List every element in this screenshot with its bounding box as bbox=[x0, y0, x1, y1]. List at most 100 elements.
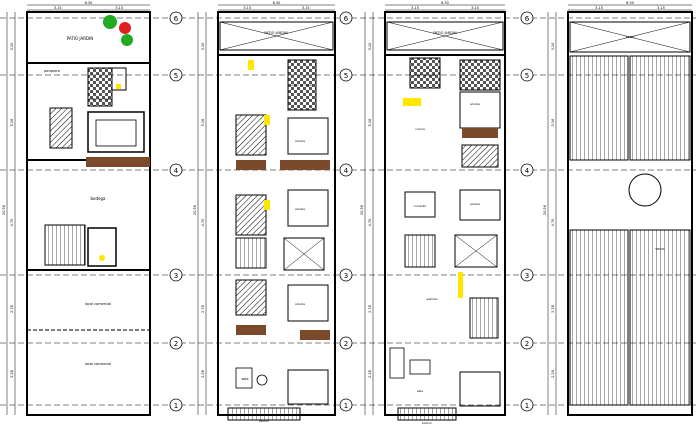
void-cross bbox=[219, 21, 334, 51]
room-label: patio de ropas bbox=[414, 73, 436, 77]
room-label: sala bbox=[241, 377, 248, 381]
dimension-label: 3.15 bbox=[302, 6, 310, 10]
axis-bubble bbox=[339, 11, 353, 25]
axis-bubble-label: 4 bbox=[344, 167, 349, 175]
room-label-patio: PATIO JARDIN bbox=[67, 36, 94, 41]
fixture-yellow bbox=[264, 200, 270, 210]
dimension-label: 2.78 bbox=[10, 305, 14, 313]
axis-bubble bbox=[520, 398, 534, 412]
desk-icon bbox=[459, 371, 501, 407]
dimension-label: 4.70 bbox=[201, 219, 205, 227]
axis-bubble bbox=[339, 336, 353, 350]
void-cross bbox=[386, 21, 504, 51]
dimension-label: 3.15 bbox=[54, 6, 62, 10]
axis-bubble-label: 6 bbox=[344, 15, 349, 23]
tree-icon bbox=[121, 34, 133, 46]
axis-bubble-label: 5 bbox=[344, 72, 348, 80]
room-label: sala bbox=[417, 389, 423, 393]
axis-bubble bbox=[169, 11, 183, 25]
dimension-label: 3.15 bbox=[243, 6, 251, 10]
beam-hatch bbox=[236, 160, 266, 170]
roof-slope bbox=[569, 55, 629, 161]
axis-bubble bbox=[520, 163, 534, 177]
fixture-yellow bbox=[458, 272, 463, 298]
axis-bubble-label: 2 bbox=[344, 340, 348, 348]
room-label: alcoba bbox=[295, 302, 305, 306]
fixture-yellow bbox=[248, 60, 254, 70]
dimension-label: 6.30 bbox=[85, 1, 93, 5]
room-label: cocina bbox=[415, 127, 425, 131]
wall bbox=[87, 111, 145, 153]
void-cross bbox=[569, 21, 691, 53]
axis-bubble bbox=[520, 68, 534, 82]
axis-bubble-label: 1 bbox=[525, 402, 529, 410]
dimension-label: 3.15 bbox=[595, 6, 603, 10]
balcony-rail bbox=[397, 407, 457, 421]
patio-tiles bbox=[409, 57, 441, 89]
room-label: estudio bbox=[426, 297, 437, 301]
dimension-label: 3.15 bbox=[115, 6, 123, 10]
bath bbox=[235, 114, 267, 156]
axis-bubble bbox=[520, 336, 534, 350]
axis-bubble bbox=[339, 268, 353, 282]
fixture-yellow bbox=[264, 115, 270, 125]
fixture-yellow bbox=[116, 84, 121, 89]
bed-icon bbox=[287, 117, 329, 155]
chair-icon bbox=[256, 374, 268, 386]
bed-icon bbox=[95, 119, 137, 147]
stair-icon bbox=[235, 237, 267, 269]
room-label: balcon bbox=[259, 419, 269, 423]
dimension-label: 2.78 bbox=[368, 305, 372, 313]
axis-bubble bbox=[169, 336, 183, 350]
dimension-label: 2.28 bbox=[10, 370, 14, 378]
void-cross bbox=[283, 237, 325, 271]
room-label: alcoba bbox=[295, 139, 305, 143]
axis-bubble-label: 2 bbox=[525, 340, 529, 348]
axis-bubble-label: 1 bbox=[174, 402, 178, 410]
table-icon bbox=[404, 191, 436, 218]
dimension-label: 4.70 bbox=[551, 219, 555, 227]
dimension-label: 3.15 bbox=[471, 6, 479, 10]
dimension-label: 3.15 bbox=[657, 6, 665, 10]
sofa-icon bbox=[389, 347, 405, 379]
bath bbox=[235, 194, 267, 236]
axis-bubble-label: 6 bbox=[174, 15, 179, 23]
fixture-yellow bbox=[99, 255, 105, 261]
bed-icon bbox=[287, 369, 329, 405]
stair-icon bbox=[44, 224, 86, 266]
stair-icon bbox=[49, 107, 73, 149]
void-box bbox=[454, 234, 498, 268]
roof-slope bbox=[569, 229, 629, 406]
axis-bubble-label: 4 bbox=[174, 167, 179, 175]
room-label: patio de ropas bbox=[89, 97, 111, 101]
beam-hatch bbox=[462, 128, 498, 138]
dimension-label: 20.56 bbox=[193, 205, 197, 215]
room-label: PATIO JARDIN bbox=[433, 31, 457, 35]
axis-bubble-label: 1 bbox=[344, 402, 348, 410]
axis-bubble bbox=[169, 398, 183, 412]
tree-icon bbox=[628, 173, 662, 207]
room-label: balcon bbox=[422, 421, 432, 425]
room-label: alcoba bbox=[470, 102, 480, 106]
bed-icon bbox=[287, 189, 329, 227]
axis-bubble-label: 2 bbox=[174, 340, 178, 348]
dimension-label: 3.10 bbox=[551, 43, 555, 51]
axis-bubble-label: 6 bbox=[525, 15, 530, 23]
counter-yellow bbox=[403, 98, 421, 106]
axis-bubble bbox=[520, 268, 534, 282]
room-label: local comercial bbox=[85, 362, 111, 366]
dimension-label: 3.10 bbox=[368, 43, 372, 51]
dimension-label: 20.56 bbox=[360, 205, 364, 215]
dimension-label: 2.28 bbox=[368, 370, 372, 378]
dimension-label: 20.56 bbox=[543, 205, 547, 215]
dimension-label: 20.56 bbox=[2, 205, 6, 215]
bed-icon bbox=[459, 91, 501, 129]
dimension-label: 4.70 bbox=[10, 219, 14, 227]
beam-hatch bbox=[280, 160, 330, 170]
roof-slope bbox=[629, 229, 691, 406]
void-box bbox=[569, 21, 691, 53]
